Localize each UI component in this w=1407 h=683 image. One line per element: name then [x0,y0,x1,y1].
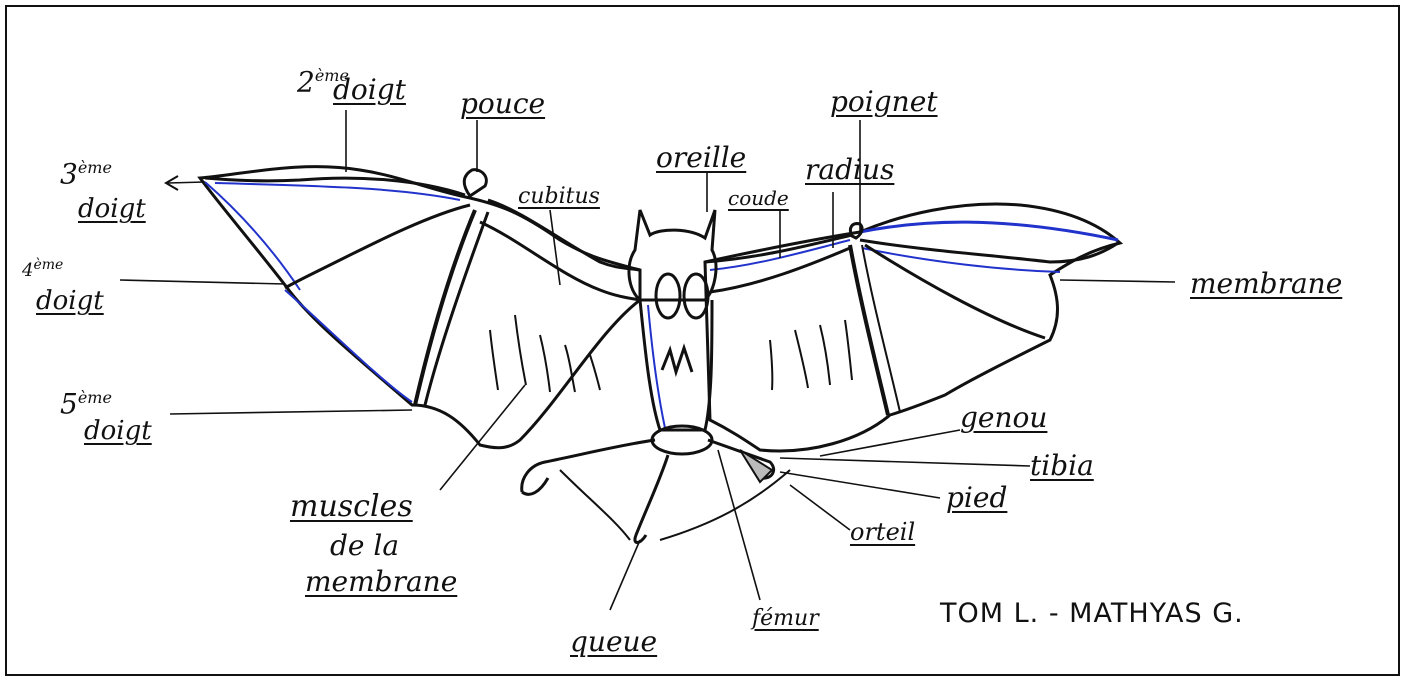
label-doigt4-sup: ème [33,257,64,273]
label-poignet: poignet [830,85,938,118]
bat-head [627,209,718,302]
right-finger-2 [859,238,1119,264]
right-wing-outline [703,202,1124,453]
label-orteil: orteil [850,518,916,546]
left-finger-4-b [423,211,490,406]
label-doigt3-sup: ème [77,158,112,177]
label-doigt5-sup: ème [77,388,112,407]
label-doigt4: 4ème [22,258,63,280]
right-forearm-top [704,233,853,264]
label-tibia: tibia [1030,449,1094,482]
left-finger-2 [204,176,466,197]
right-wing-blue-edge [859,220,1119,242]
leader-orteil [789,484,851,531]
right-finger-4 [848,244,890,416]
left-finger-2-blue [214,182,461,201]
leader-femur [717,449,761,601]
left-wing-blue-edge [204,181,413,403]
label-doigt4-word: doigt [36,286,104,316]
label-doigt2-num: 2 [297,65,315,99]
left-muscle-2 [514,314,527,386]
label-muscles-line3: membrane [305,565,458,598]
label-queue: queue [570,625,658,658]
left-muscle-4 [564,344,576,393]
leader-membrane [1059,279,1176,283]
right-finger-4-b [861,244,901,413]
label-doigt2: 2ème [297,68,349,96]
leader-doigt4 [119,279,286,285]
left-forearm-top [487,198,641,272]
label-doigt5-num: 5 [60,387,78,421]
label-pied: pied [946,481,1008,514]
bat-body-blue [647,304,666,429]
leader-lines [119,110,1176,611]
right-finger-3 [864,243,1046,340]
left-thumb [462,168,488,199]
left-muscle-5 [589,354,601,391]
right-muscle-1 [769,339,774,391]
left-forearm-bottom [479,220,641,302]
leader-pied [779,471,941,499]
bat-body [638,299,714,432]
leader-cubitus [549,209,561,286]
label-doigt3-num: 3 [60,157,78,191]
leader-doigt3 [167,181,206,184]
tail [633,454,670,544]
bat-eye-left [654,272,682,320]
label-doigt4-num: 4 [22,260,34,281]
leader-muscles [439,384,526,491]
left-muscle-3 [539,334,551,393]
left-leg [520,438,656,493]
label-pouce: pouce [460,87,546,120]
right-foot-grey [739,449,774,484]
label-cubitus: cubitus [518,184,600,209]
right-finger-2-blue [861,247,1061,273]
right-forearm-blue [709,239,851,271]
leader-tibia [779,457,1031,467]
label-doigt5: 5ème [60,390,112,418]
label-muscles-line2: de la [330,529,400,562]
right-muscle-4 [844,319,853,381]
arrow-doigt3 [164,175,179,191]
label-doigt2-sup: ème [314,66,349,85]
right-forearm-bottom [709,246,851,294]
bat-mouth [660,343,694,378]
left-foot [521,477,550,496]
label-doigt3-word: doigt [78,194,146,224]
right-muscle-3 [819,324,831,386]
label-muscles-line1: muscles [290,489,413,524]
left-finger-3 [284,203,471,290]
left-muscle-1 [489,329,499,391]
leader-queue [609,539,641,611]
label-femur: fémur [752,606,819,631]
leader-doigt5 [169,409,413,415]
label-coude: coude [728,186,789,210]
tail-membrane [559,469,791,541]
right-muscle-2 [794,329,809,389]
label-genou: genou [960,401,1048,434]
page-frame [5,5,1400,676]
label-doigt5-word: doigt [84,416,152,446]
left-finger-4 [413,209,477,406]
left-wing-outline [197,165,642,450]
label-oreille: oreille [656,141,747,174]
label-radius: radius [805,153,895,186]
bat-eye-right [682,272,710,320]
right-leg [707,438,776,480]
label-doigt3: 3ème [60,160,112,188]
label-doigt2-word: doigt [333,73,406,106]
author-signature: TOM L. - MATHYAS G. [940,598,1244,629]
label-membrane: membrane [1190,267,1343,300]
leader-genou [819,429,961,457]
